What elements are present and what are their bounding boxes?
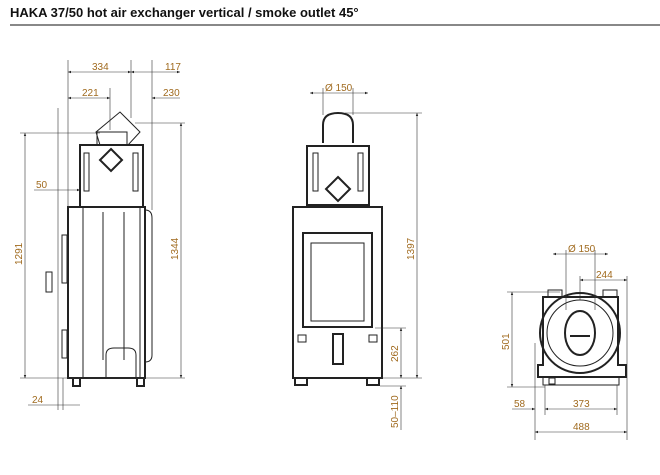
dim-221: 221	[82, 88, 99, 99]
dim-117: 117	[165, 62, 181, 73]
ash-drawer-handle	[332, 333, 344, 365]
top-view: Ø 150 244 501 58 373 488	[501, 244, 628, 440]
dim-244: 244	[596, 270, 613, 281]
dim-24: 24	[32, 395, 44, 406]
side-view: 334 117 221 230 1291 1344 50 24	[14, 60, 185, 410]
dim-1344: 1344	[170, 237, 181, 260]
dim-501: 501	[501, 333, 512, 350]
dim-1397: 1397	[406, 237, 417, 260]
heat-exchanger-ring	[539, 292, 621, 374]
glass-window	[310, 242, 365, 322]
fire-door	[302, 232, 373, 328]
smoke-outlet-dome	[322, 111, 354, 143]
dim-50-110: 50–110	[390, 395, 401, 428]
diamond-grille-icon	[98, 147, 124, 173]
control-strip	[542, 376, 620, 386]
dim-488: 488	[573, 422, 590, 433]
title-divider	[10, 24, 660, 26]
dim-373: 373	[573, 399, 590, 410]
dim-230: 230	[163, 88, 180, 99]
diamond-grille-icon	[324, 175, 352, 203]
dim-262: 262	[390, 345, 401, 362]
smoke-outlet-45	[95, 111, 141, 146]
dim-1291: 1291	[14, 242, 25, 265]
smoke-outlet	[564, 310, 596, 356]
dim-334: 334	[92, 62, 109, 73]
dim-58: 58	[514, 399, 526, 410]
dim-diameter-150: Ø 150	[325, 83, 353, 94]
dim-diameter-150-top: Ø 150	[568, 244, 596, 255]
front-view: Ø 150 1397 262 50–110	[292, 83, 422, 430]
firebox-body	[292, 206, 383, 379]
page-title: HAKA 37/50 hot air exchanger vertical / …	[10, 5, 359, 20]
heat-exchanger-box	[306, 145, 370, 206]
dim-50: 50	[36, 180, 48, 191]
